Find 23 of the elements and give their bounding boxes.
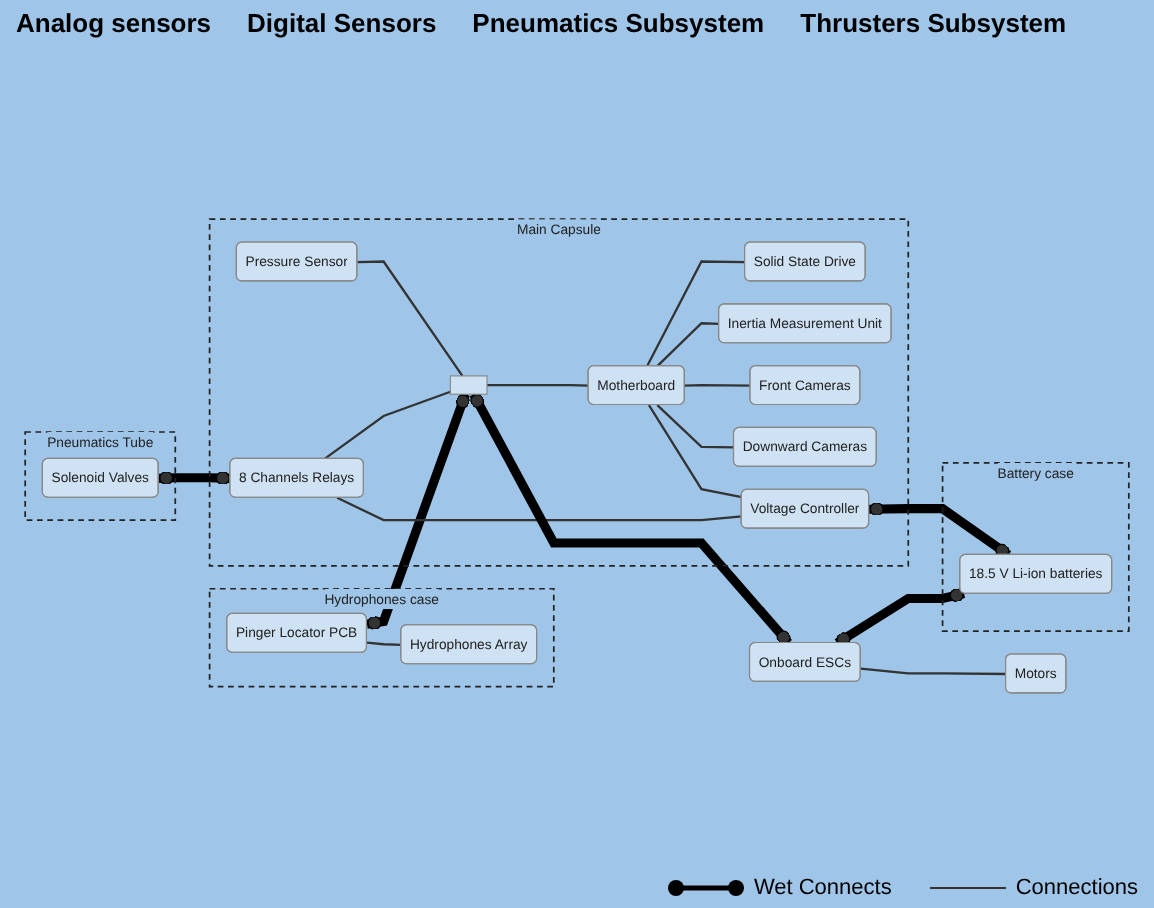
connector <box>366 393 470 631</box>
connector <box>469 393 792 648</box>
legend-label: Wet Connects <box>753 876 892 900</box>
connector <box>834 589 966 648</box>
connector <box>487 384 589 388</box>
connector <box>869 503 1012 560</box>
node-box <box>449 376 488 396</box>
section-heading: Thrusters Subsystem <box>800 8 1067 38</box>
connector <box>323 391 451 461</box>
connector <box>158 472 231 486</box>
connector <box>656 323 720 368</box>
connector <box>860 668 1007 677</box>
connector <box>366 642 402 647</box>
connector <box>684 384 751 388</box>
connector <box>646 261 746 368</box>
legend-label: Connections <box>1015 876 1138 900</box>
connector <box>656 405 735 450</box>
section-heading: Analog sensors <box>16 8 212 38</box>
section-heading: Digital Sensors <box>247 8 437 38</box>
connector <box>648 405 742 500</box>
connector <box>357 261 464 378</box>
connector <box>336 497 742 523</box>
section-heading: Pneumatics Subsystem <box>472 8 765 38</box>
